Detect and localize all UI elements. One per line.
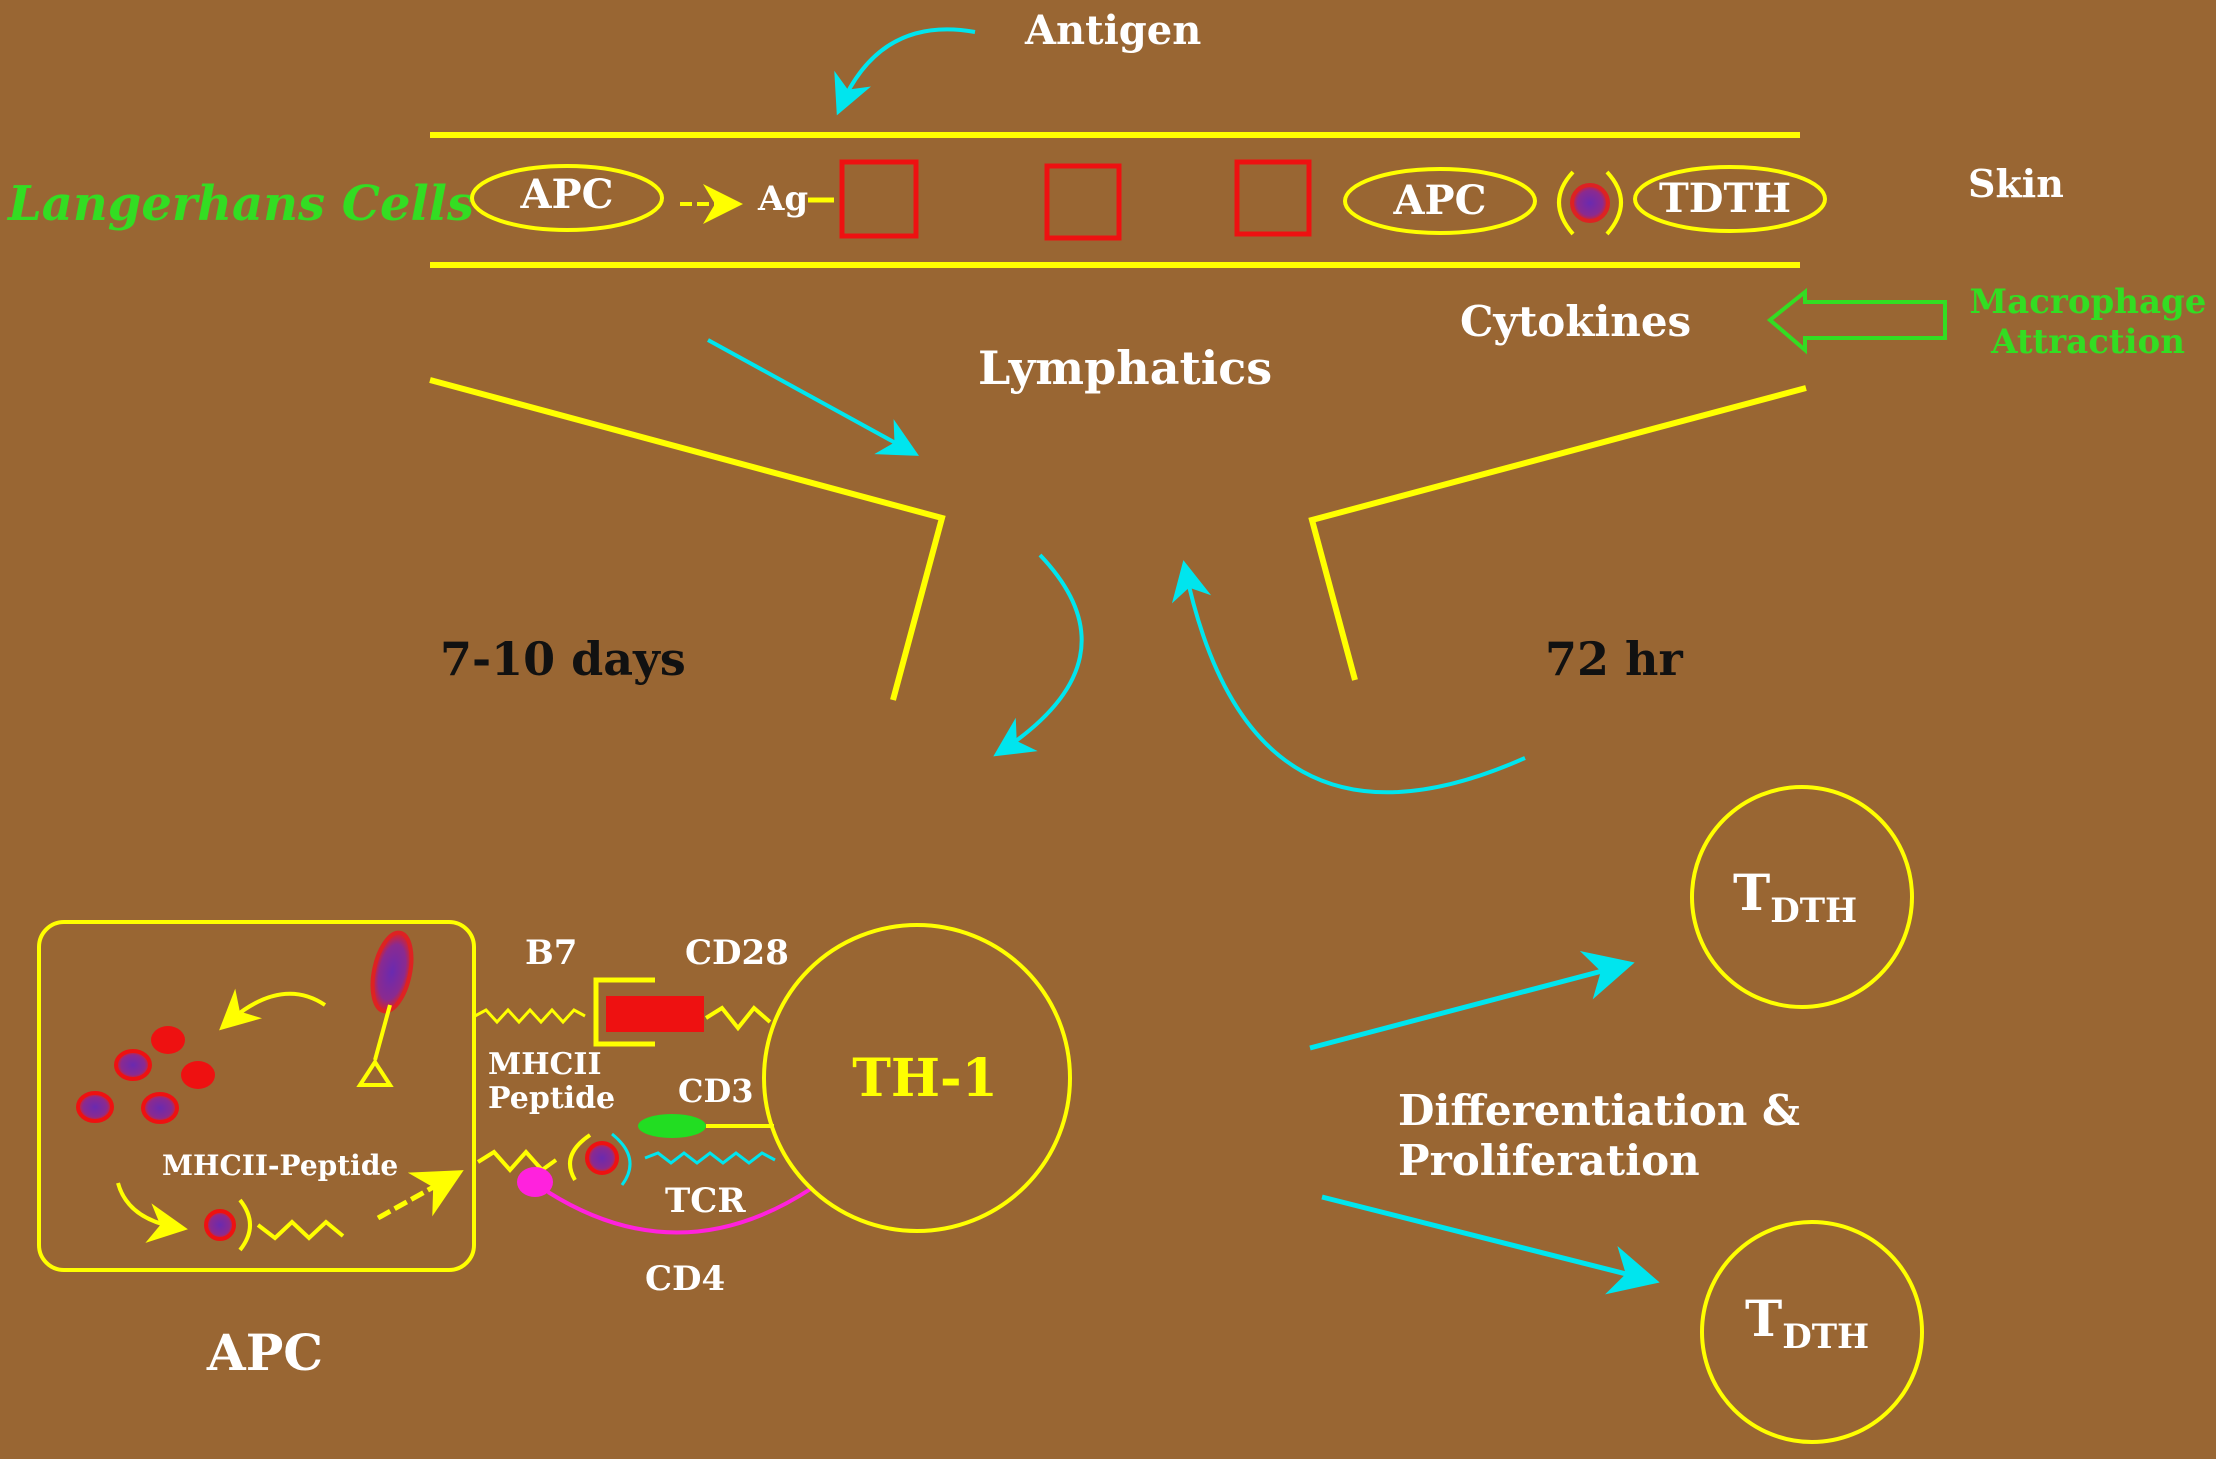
skin-label: Skin <box>1968 161 2064 206</box>
mhcii-zigzag <box>476 1148 558 1174</box>
apc-right-label: APC <box>1393 177 1487 224</box>
b7-bracket <box>593 977 655 1047</box>
antigen-ingestion <box>356 930 414 1087</box>
apc-box: MHCII-Peptide <box>37 920 476 1272</box>
tdth-cell-1-sub: DTH <box>1770 891 1857 931</box>
tdth-skin-ellipse <box>1633 165 1827 233</box>
antigen-square-2 <box>1044 163 1122 241</box>
tdth-cell-1-t: T <box>1733 863 1770 922</box>
apc-left-ellipse <box>470 164 664 232</box>
macrophage-hollow-arrow <box>1766 287 1947 355</box>
cd3-label: CD3 <box>678 1072 753 1110</box>
macrophage-label-line2: Attraction <box>1990 322 2185 362</box>
tdth-cell-2-sub: DTH <box>1782 1317 1869 1357</box>
differentiation-label-line1: Differentiation & <box>1398 1086 1800 1135</box>
differentiation-label-line2: Proliferation <box>1398 1136 1700 1185</box>
mhcii-bracket <box>568 1133 592 1182</box>
cd4-label: CD4 <box>645 1259 725 1299</box>
peptide-fragment <box>114 1049 152 1081</box>
peptide-fragments <box>76 1026 215 1124</box>
tcr-bracket <box>611 1132 632 1186</box>
transport-arrow <box>376 1170 464 1221</box>
peptide-fragment <box>76 1091 114 1123</box>
mhc-peptide-zigzag <box>256 1219 345 1241</box>
processing-arrow-2 <box>116 1182 188 1243</box>
lymph-funnel-right <box>1308 385 1807 681</box>
proliferation-arrow-down <box>1321 1194 1660 1295</box>
cytokines-label: Cytokines <box>1460 297 1691 346</box>
hours-label: 72 hr <box>1545 632 1683 686</box>
triangle-receptor-icon <box>356 1058 394 1087</box>
processing-arrow-1 <box>219 988 327 1031</box>
mhcii-label-line1: MHCII <box>488 1047 602 1082</box>
antigen-label: Antigen <box>1024 7 1201 54</box>
skin-to-lymph-arrow <box>707 338 920 456</box>
antigen-peptide-cell <box>1570 183 1610 223</box>
ingested-antigen-icon <box>370 930 414 1014</box>
tcr-zigzag <box>644 1151 776 1165</box>
immune-synapse: B7 CD28 MHCII Peptide CD3 TCR CD4 TH-1 <box>474 923 1072 1299</box>
apc-bottom-label: APC <box>206 1323 323 1382</box>
tdth-cell-1 <box>1690 785 1914 1009</box>
mhc-peptide-cell <box>204 1209 236 1241</box>
lymph-funnel-left <box>429 377 946 701</box>
mhc-peptide-bracket <box>238 1198 252 1252</box>
peptide-fragment <box>141 1092 179 1124</box>
cd28-receptor <box>606 996 704 1032</box>
peptide-fragment <box>151 1026 185 1054</box>
cd4-arc <box>546 1186 814 1235</box>
cd3-molecule <box>638 1114 706 1138</box>
apc-right-ellipse <box>1343 167 1537 235</box>
tdth-cell-2-label: TDTH <box>1745 1289 1869 1357</box>
mhc-bracket-left <box>1557 170 1575 236</box>
cd28-zigzag <box>704 1005 772 1032</box>
presented-peptide-cell <box>585 1141 619 1175</box>
antigen-square-1 <box>839 159 919 239</box>
apc-box-outline <box>37 920 476 1272</box>
tdth-cell-2-t: T <box>1745 1289 1782 1348</box>
curve-arrow-down <box>993 553 1084 757</box>
differentiation-region: Differentiation & Proliferation TDTH TDT… <box>1309 785 1924 1444</box>
tdth-cell-2 <box>1700 1220 1924 1444</box>
days-label: 7-10 days <box>440 632 686 686</box>
skin-region: Antigen Langerhans Cells APC Ag APC TDTH… <box>6 7 2064 268</box>
macrophage-label-line1: Macrophage <box>1970 282 2207 322</box>
mhc-bracket-right <box>1605 170 1623 236</box>
lymphatics-label: Lymphatics <box>978 341 1272 395</box>
ag-label: Ag <box>757 179 808 219</box>
th1-cell <box>762 923 1072 1233</box>
ingestion-stalk <box>373 1004 392 1061</box>
langerhans-label: Langerhans Cells <box>6 176 474 232</box>
apc-left-label: APC <box>520 171 614 218</box>
tdth-cell-1-label: TDTH <box>1733 863 1857 931</box>
b7-label: B7 <box>525 933 577 973</box>
cd28-label: CD28 <box>685 933 789 973</box>
mhcii-label-line2: Peptide <box>488 1081 615 1116</box>
antigen-arrow <box>834 27 976 116</box>
mhcii-peptide-label: MHCII-Peptide <box>162 1149 398 1182</box>
b7-zigzag <box>474 1007 586 1025</box>
tcr-label: TCR <box>665 1181 746 1221</box>
tdth-skin-label: TDTH <box>1659 175 1791 222</box>
th1-label: TH-1 <box>852 1048 998 1109</box>
lymphatics-region: Cytokines Macrophage Attraction Lymphati… <box>429 282 2207 795</box>
curve-arrow-up <box>1171 560 1526 795</box>
peptide-fragment <box>181 1061 215 1089</box>
antigen-square-3 <box>1234 159 1312 237</box>
proliferation-arrow-up <box>1309 951 1635 1051</box>
cd4-molecule <box>517 1167 553 1197</box>
